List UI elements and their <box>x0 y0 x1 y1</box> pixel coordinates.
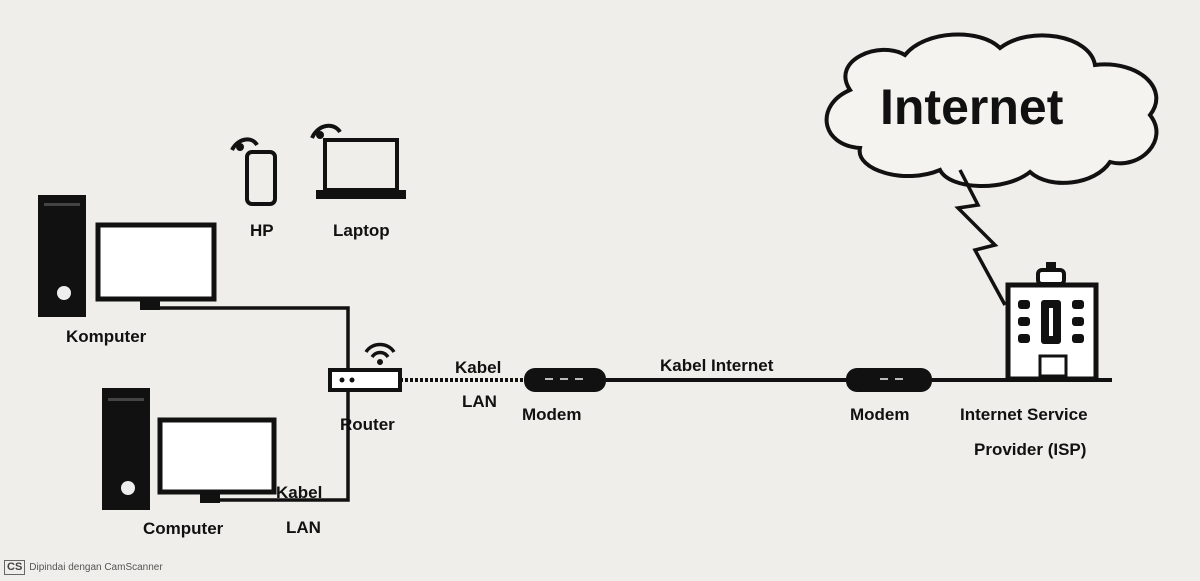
modem-left-icon <box>524 368 606 392</box>
isp-label-line1: Internet Service <box>960 405 1088 424</box>
modem-right-label: Modem <box>850 405 910 424</box>
lan-cable-label-mid-1: Kabel <box>455 358 501 377</box>
laptop-icon <box>310 123 406 199</box>
router-icon <box>328 342 402 392</box>
camscanner-text: Dipindai dengan CamScanner <box>29 562 163 573</box>
internet-cable-label: Kabel Internet <box>660 356 774 375</box>
modem-right-icon <box>846 368 932 392</box>
internet-cloud-label: Internet <box>880 79 1064 135</box>
phone-icon <box>230 137 277 206</box>
laptop-label: Laptop <box>333 221 390 240</box>
hp-label: HP <box>250 221 274 240</box>
lan-cable-label-left-2: LAN <box>286 518 321 537</box>
lan-cables <box>158 306 350 502</box>
camscanner-badge: CS <box>4 560 26 575</box>
modem-left-label: Modem <box>522 405 582 424</box>
computer-bottom-label: Computer <box>143 519 224 538</box>
isp-label-line2: Provider (ISP) <box>974 440 1086 459</box>
isp-building-icon <box>1005 262 1099 382</box>
router-label: Router <box>340 415 395 434</box>
lan-cable-label-left-1: Kabel <box>276 483 322 502</box>
internet-cloud <box>824 32 1159 306</box>
scanner-watermark: CS Dipindai dengan CamScanner <box>4 560 163 575</box>
computer-bottom-icon <box>102 388 277 510</box>
computer-top-icon <box>38 195 217 317</box>
computer-top-label: Komputer <box>66 327 147 346</box>
lan-cable-label-mid-2: LAN <box>462 392 497 411</box>
